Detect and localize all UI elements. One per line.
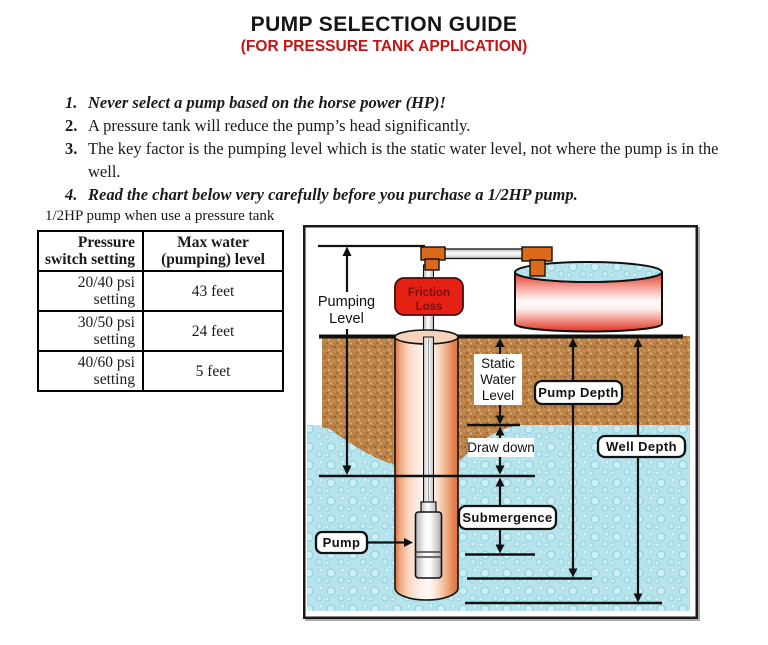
note-number: 4.	[65, 185, 78, 204]
note-number: 1.	[65, 93, 78, 112]
table-row: 20/40 psi setting 43 feet	[37, 270, 284, 312]
header-line: switch setting	[45, 251, 135, 268]
boxed-labels: Pump Pump Depth Well Depth Submergence	[314, 379, 687, 555]
measurement-lines	[318, 244, 662, 605]
note-text: Read the chart below very carefully befo…	[88, 185, 578, 204]
cell-line: 20/40 psi	[77, 274, 135, 291]
static-water-level-label: Static	[481, 356, 515, 371]
pump-depth-label-box	[533, 379, 624, 406]
well-diagram-svg: Pumping Level Static Water Level Draw do…	[303, 225, 698, 619]
static-water-level-label: Level	[482, 388, 514, 403]
table-header-row: Pressure switch setting Max water (pumpi…	[37, 230, 284, 272]
note-number: 3.	[65, 139, 78, 158]
right-elbow-fitting	[521, 246, 553, 277]
max-water-cell: 43 feet	[142, 270, 284, 312]
cell-line: 40/60 psi	[77, 354, 135, 371]
well-casing-group	[394, 329, 459, 601]
header-line: (pumping) level	[161, 251, 265, 268]
note-item-1: 1. Never select a pump based on the hors…	[65, 91, 741, 114]
friction-loss-box	[394, 277, 464, 316]
setting-cell: 30/50 psi setting	[37, 310, 144, 352]
header-line: Pressure	[77, 234, 135, 251]
note-text: Never select a pump based on the horse p…	[88, 93, 446, 112]
submersible-pump	[414, 511, 443, 579]
pump-pointer-arrowhead	[404, 538, 413, 547]
horizontal-pipe	[442, 248, 524, 260]
pumping-level-label: Pumping	[318, 294, 375, 310]
well-diagram: Pumping Level Static Water Level Draw do…	[303, 225, 698, 619]
cell-line: setting	[93, 331, 135, 348]
note-text: A pressure tank will reduce the pump’s h…	[88, 116, 471, 135]
friction-loss-text: Friction	[408, 287, 450, 299]
pump-depth-label: Pump Depth	[538, 385, 619, 400]
note-item-4: 4. Read the chart below very carefully b…	[65, 183, 741, 206]
cell-line: setting	[93, 371, 135, 388]
well-depth-label-box	[596, 434, 687, 459]
note-item-2: 2. A pressure tank will reduce the pump’…	[65, 114, 741, 137]
col-header-pressure: Pressure switch setting	[37, 230, 144, 272]
left-elbow-fitting	[420, 246, 446, 271]
table-row: 30/50 psi setting 24 feet	[37, 310, 284, 352]
pump-bands	[415, 551, 442, 558]
static-water-level-label: Water	[480, 372, 516, 387]
header: PUMP SELECTION GUIDE (FOR PRESSURE TANK …	[0, 12, 768, 56]
draw-down-label: Draw down	[467, 440, 535, 455]
label-halo	[468, 438, 534, 457]
pumping-level-label: Level	[329, 311, 364, 327]
max-water-cell: 5 feet	[142, 350, 284, 392]
pressure-tank	[514, 261, 663, 333]
note-number: 2.	[65, 116, 78, 135]
setting-cell: 40/60 psi setting	[37, 350, 144, 392]
label-halo	[318, 292, 375, 329]
notes-list: 1. Never select a pump based on the hors…	[65, 91, 741, 206]
note-text: The key factor is the pumping level whic…	[88, 139, 719, 181]
pressure-table-section: 1/2HP pump when use a pressure tank Pres…	[37, 207, 284, 392]
page-subtitle: (FOR PRESSURE TANK APPLICATION)	[240, 38, 528, 55]
piping	[420, 246, 553, 340]
friction-loss-label: Friction Loss	[408, 287, 450, 313]
label-halo	[474, 354, 522, 405]
pressure-table: Pressure switch setting Max water (pumpi…	[37, 230, 284, 392]
well-depth-label: Well Depth	[606, 439, 677, 454]
table-row: 40/60 psi setting 5 feet	[37, 350, 284, 392]
page-title: PUMP SELECTION GUIDE	[250, 13, 518, 36]
header-line: Max water	[177, 234, 249, 251]
pump-label: Pump	[323, 535, 361, 550]
col-header-max-water: Max water (pumping) level	[142, 230, 284, 272]
note-item-3: 3. The key factor is the pumping level w…	[65, 137, 741, 183]
plain-labels: Pumping Level Static Water Level Draw do…	[318, 292, 535, 457]
tank-water-surface	[514, 261, 663, 283]
submergence-label-box	[457, 504, 558, 531]
friction-loss-text: Loss	[416, 301, 443, 313]
cell-line: setting	[93, 291, 135, 308]
max-water-cell: 24 feet	[142, 310, 284, 352]
submergence-label: Submergence	[462, 510, 552, 525]
table-caption: 1/2HP pump when use a pressure tank	[45, 208, 275, 224]
cell-line: 30/50 psi	[77, 314, 135, 331]
setting-cell: 20/40 psi setting	[37, 270, 144, 312]
